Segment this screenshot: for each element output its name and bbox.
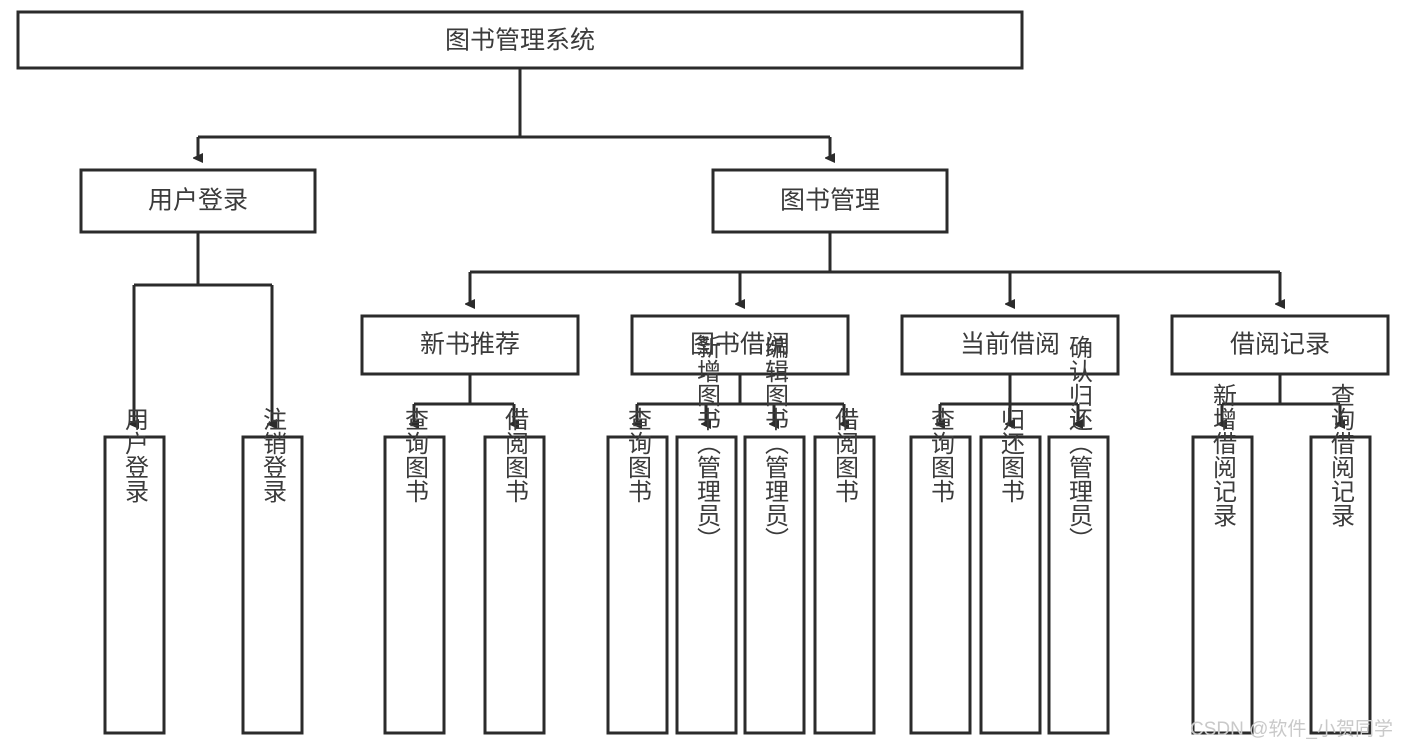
leaf-new-book-2[interactable]: 借阅图书: [483, 407, 546, 735]
node-root-box[interactable]: [16, 10, 1024, 70]
leaf-book-borrow-2-label: 新增图书（管理员）: [693, 335, 721, 551]
leaf-user-login-2-box[interactable]: [241, 435, 304, 735]
leaf-new-book-1[interactable]: 查询图书: [383, 407, 446, 735]
leaf-borrow-record-1[interactable]: 新增借阅记录: [1191, 383, 1254, 735]
node-borrow-record-box[interactable]: [1170, 314, 1390, 376]
leaf-current-borrow-2-label: 归还图书: [997, 407, 1025, 503]
leaf-new-book-2-box[interactable]: [483, 435, 546, 735]
leaf-user-login-2[interactable]: 注销登录: [241, 407, 304, 735]
node-current-borrow[interactable]: 当前借阅: [900, 314, 1120, 376]
csdn-watermark: CSDN @软件_小贺同学: [1190, 719, 1393, 740]
leaf-book-borrow-2-box[interactable]: [675, 435, 738, 735]
node-user-login-label: 用户登录: [148, 187, 248, 215]
node-borrow-record[interactable]: 借阅记录: [1170, 314, 1390, 376]
leaf-new-book-1-box[interactable]: [383, 435, 446, 735]
leaf-borrow-record-1-box[interactable]: [1191, 435, 1254, 735]
leaf-current-borrow-1[interactable]: 查询图书: [909, 407, 972, 735]
node-user-login-box[interactable]: [79, 168, 317, 234]
leaf-book-borrow-1[interactable]: 查询图书: [606, 407, 669, 735]
leaf-current-borrow-3-box[interactable]: [1047, 435, 1110, 735]
leaf-current-borrow-2-box[interactable]: [979, 435, 1042, 735]
node-book-manage-box[interactable]: [711, 168, 949, 234]
leaf-book-borrow-4[interactable]: 借阅图书: [813, 407, 876, 735]
node-book-borrow[interactable]: 图书借阅: [630, 314, 850, 376]
leaf-user-login-1-label: 用户登录: [121, 407, 149, 503]
leaf-new-book-1-label: 查询图书: [401, 407, 429, 503]
leaf-new-book-2-label: 借阅图书: [501, 407, 529, 503]
leaf-book-borrow-4-label: 借阅图书: [831, 407, 859, 503]
node-current-borrow-box[interactable]: [900, 314, 1120, 376]
leaf-borrow-record-2-label: 查询借阅记录: [1327, 383, 1355, 527]
node-book-borrow-label: 图书借阅: [690, 331, 790, 359]
node-book-borrow-box[interactable]: [630, 314, 850, 376]
leaf-current-borrow-3-label: 确认归还（管理员）: [1065, 335, 1093, 551]
leaf-book-borrow-1-label: 查询图书: [624, 407, 652, 503]
edges-group: [134, 68, 1340, 424]
leaf-current-borrow-2[interactable]: 归还图书: [979, 407, 1042, 735]
leaf-current-borrow-3[interactable]: 确认归还（管理员）: [1047, 335, 1110, 735]
node-book-manage-label: 图书管理: [780, 187, 880, 215]
leaf-book-borrow-3-box[interactable]: [743, 435, 806, 735]
leaf-borrow-record-1-label: 新增借阅记录: [1209, 383, 1237, 527]
node-borrow-record-label: 借阅记录: [1230, 331, 1330, 359]
node-current-borrow-label: 当前借阅: [960, 331, 1060, 359]
leaf-book-borrow-1-box[interactable]: [606, 435, 669, 735]
leaf-book-borrow-2[interactable]: 新增图书（管理员）: [675, 335, 738, 735]
leaf-user-login-1-box[interactable]: [103, 435, 166, 735]
leaf-borrow-record-2-box[interactable]: [1309, 435, 1372, 735]
node-new-book-recommend-label: 新书推荐: [420, 331, 520, 359]
leaf-book-borrow-4-box[interactable]: [813, 435, 876, 735]
leaf-book-borrow-3[interactable]: 编辑图书（管理员）: [743, 335, 806, 735]
node-root-label: 图书管理系统: [445, 27, 595, 55]
node-root[interactable]: 图书管理系统: [16, 10, 1024, 70]
node-book-manage[interactable]: 图书管理: [711, 168, 949, 234]
leaf-borrow-record-2[interactable]: 查询借阅记录: [1309, 383, 1372, 735]
node-new-book-recommend[interactable]: 新书推荐: [360, 314, 580, 376]
leaf-user-login-1[interactable]: 用户登录: [103, 407, 166, 735]
node-new-book-recommend-box[interactable]: [360, 314, 580, 376]
node-user-login[interactable]: 用户登录: [79, 168, 317, 234]
leaf-current-borrow-1-box[interactable]: [909, 435, 972, 735]
leaf-user-login-2-label: 注销登录: [259, 407, 287, 503]
leaf-current-borrow-1-label: 查询图书: [927, 407, 955, 503]
leaf-book-borrow-3-label: 编辑图书（管理员）: [761, 335, 789, 551]
